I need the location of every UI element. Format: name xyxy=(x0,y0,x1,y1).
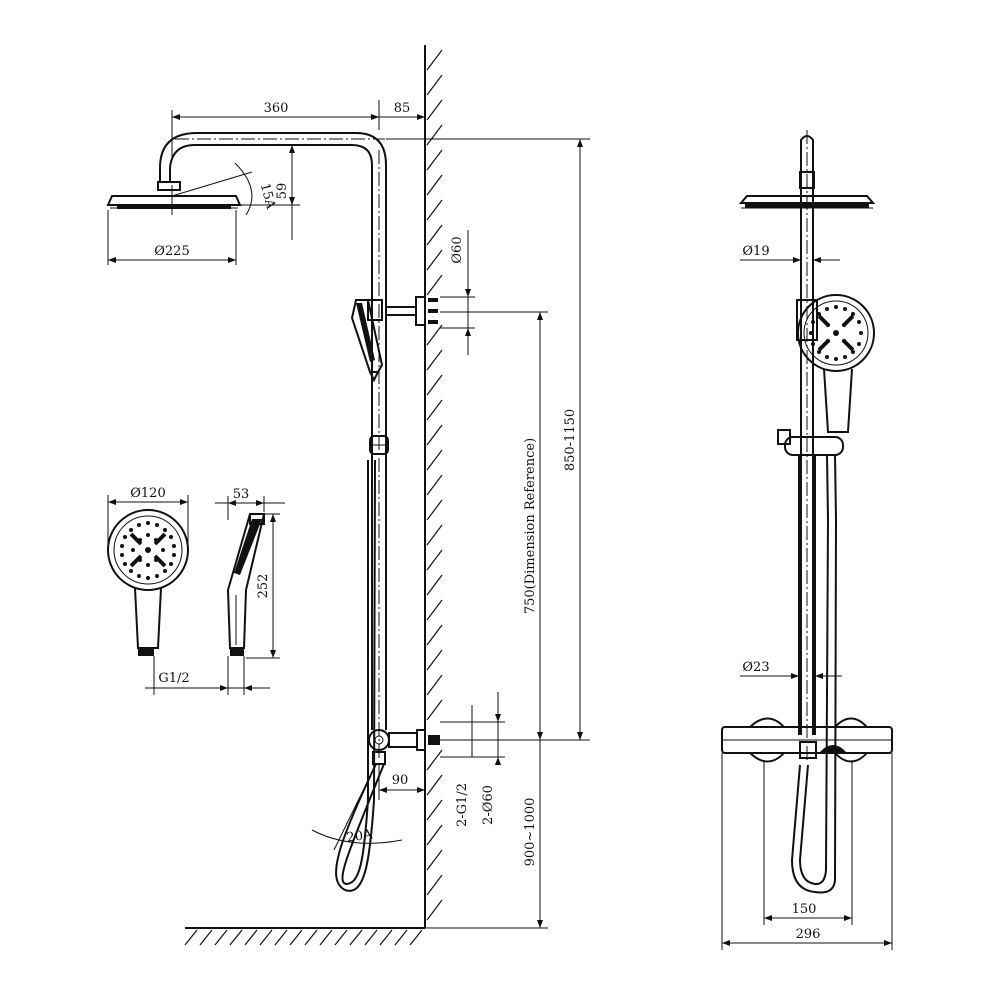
overhead-arm xyxy=(159,132,387,182)
hose-angle-arc xyxy=(311,829,403,844)
hose-front-outer xyxy=(790,454,838,894)
front-dimensions: Ø19 Ø23 150 296 xyxy=(721,244,893,950)
spray-cross-marks xyxy=(129,532,167,568)
dim-handshower-thread: G1/2 xyxy=(158,671,189,686)
slider-front xyxy=(777,429,844,456)
slider-bracket xyxy=(369,435,389,455)
wall xyxy=(424,45,443,928)
hand-shower-dimensions: Ø120 53 252 G1/2 xyxy=(107,486,285,695)
dim-head-tilt: 15A xyxy=(257,182,278,212)
dim-wall-offset: 85 xyxy=(394,101,411,116)
dim-valve-offset: 90 xyxy=(392,773,409,788)
front-spray-cross-marks xyxy=(817,314,855,352)
dim-head-width: 360 xyxy=(264,101,289,116)
dim-handshower-diameter: Ø120 xyxy=(130,486,165,501)
head-connector xyxy=(799,171,815,189)
dim-valve-height: 900~1000 xyxy=(523,798,538,867)
dim-outlet-thread: 2-G1/2 xyxy=(455,783,470,827)
dim-total-height: 850-1150 xyxy=(563,409,578,471)
upper-clamp xyxy=(796,299,818,341)
hose-angle-line xyxy=(333,763,377,851)
side-view xyxy=(106,132,440,892)
front-nozzle-pattern xyxy=(809,305,863,361)
dim-hose-spacing: 150 xyxy=(792,902,817,917)
dim-head-height: 59 xyxy=(275,183,290,200)
dim-hose-angle: 20A xyxy=(346,827,374,846)
wall-hatching xyxy=(426,49,443,921)
nozzle-pattern xyxy=(120,521,176,580)
top-cap xyxy=(800,135,814,165)
hose-front-inner xyxy=(798,454,830,886)
rain-shower-head-front xyxy=(738,195,876,209)
hand-shower-front xyxy=(797,294,875,433)
mixer-valve-side xyxy=(368,729,440,765)
floor xyxy=(184,927,425,946)
tilt-line xyxy=(171,171,253,197)
front-view xyxy=(721,130,893,894)
dim-rail-upper-diameter: Ø19 xyxy=(742,244,769,259)
side-dimensions: 360 85 59 15A Ø225 Ø60 850-115 xyxy=(107,100,590,929)
dim-outlet-diameter: 2-Ø60 xyxy=(481,785,496,825)
dim-reference-height: 750(Dimension Reference) xyxy=(523,438,538,614)
head-tilt-arc xyxy=(234,162,253,216)
floor-hatching xyxy=(184,929,423,946)
dim-head-diameter: Ø225 xyxy=(154,244,189,259)
dim-mixer-width: 296 xyxy=(796,927,821,942)
thermostatic-mixer-front xyxy=(721,717,893,763)
dim-arm-diameter: Ø60 xyxy=(450,236,465,263)
dim-handshower-depth: 53 xyxy=(233,487,250,502)
dim-rail-lower-diameter: Ø23 xyxy=(742,660,769,675)
dim-handshower-length: 252 xyxy=(256,574,271,599)
top-wall-bracket xyxy=(385,296,438,326)
hand-shower-side xyxy=(350,299,384,383)
hose-inner xyxy=(341,460,385,886)
hand-shower-front-detail xyxy=(107,509,189,656)
hose-outer xyxy=(335,459,377,892)
rain-shower-head-side xyxy=(106,181,242,215)
